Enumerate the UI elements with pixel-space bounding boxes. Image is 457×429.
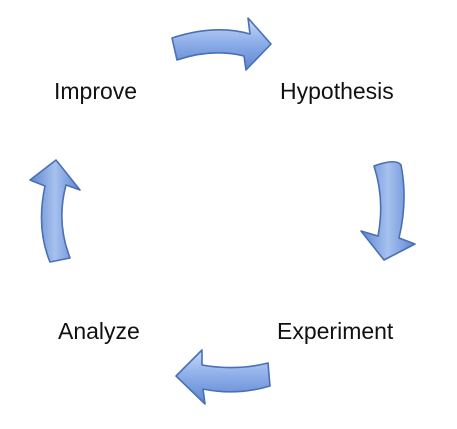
arrow-analyze-to-improve [29, 159, 81, 263]
arrow-experiment-to-analyze [175, 349, 271, 405]
stage-label-experiment: Experiment [277, 318, 394, 344]
arrow-improve-to-hypothesis [171, 17, 272, 71]
stage-label-analyze: Analyze [58, 318, 140, 344]
stage-label-improve: Improve [54, 78, 138, 104]
stage-label-hypothesis: Hypothesis [280, 78, 394, 104]
arrow-hypothesis-to-experiment [360, 160, 416, 261]
